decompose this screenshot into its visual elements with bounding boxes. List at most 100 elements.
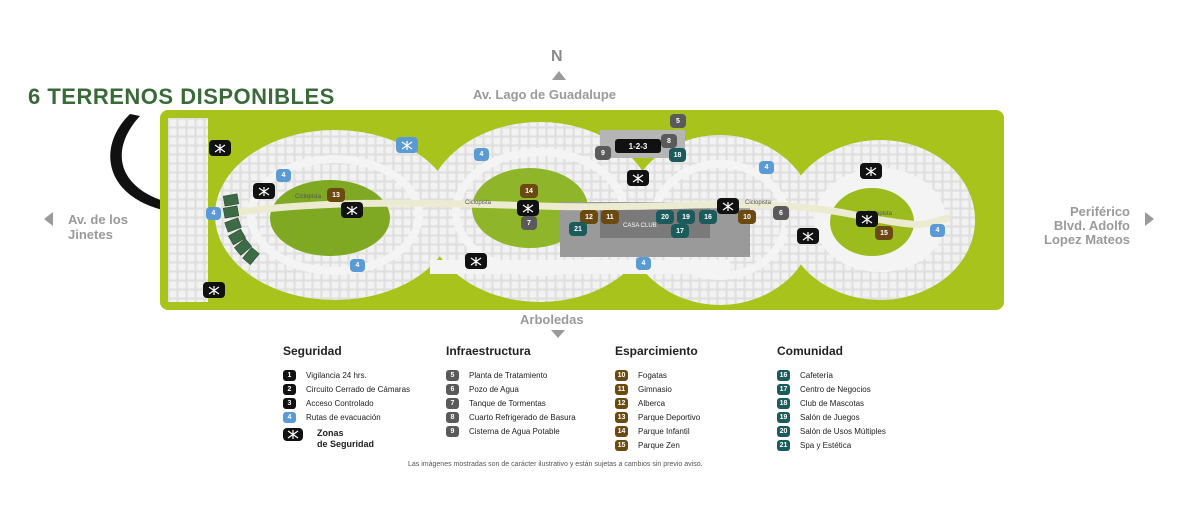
legend-number: 6 — [446, 383, 459, 395]
road-left-line-2: Jinetes — [68, 227, 113, 242]
legend-label: Club de Mascotas — [800, 398, 865, 408]
map-marker-20: 20 — [656, 210, 674, 224]
west-lot-strip — [168, 118, 208, 302]
legend-label: Salón de Juegos — [800, 412, 860, 422]
legend-label: Rutas de evacuación — [306, 412, 381, 422]
legend-number: 21 — [777, 439, 790, 451]
legend-label: Spa y Estética — [800, 440, 852, 450]
legend-label: Fogatas — [638, 370, 667, 380]
map-marker-18: 18 — [669, 148, 686, 162]
legend-comunidad: Comunidad 16 Cafetería 17 Centro de Negoci… — [777, 344, 886, 452]
map-marker-4-d: 4 — [474, 148, 489, 161]
legend-number: 14 — [615, 425, 628, 437]
clubhouse-label: CASA CLUB — [623, 223, 657, 229]
road-right-line-2: Blvd. Adolfo — [1053, 218, 1130, 233]
map-marker-10: 10 — [738, 210, 756, 224]
legend-number: 18 — [777, 397, 790, 409]
security-zone-icon — [517, 200, 539, 216]
security-zone-icon — [283, 428, 303, 441]
security-zone-icon — [797, 228, 819, 244]
map-marker-15: 15 — [875, 226, 893, 240]
legend-label: Circuito Cerrado de Cámaras — [306, 384, 411, 394]
road-label-right: Periférico Blvd. Adolfo Lopez Mateos — [1020, 205, 1130, 247]
security-zone-icon — [203, 282, 225, 298]
security-zone-icon — [341, 202, 363, 218]
map-marker-11: 11 — [601, 210, 619, 224]
legend-item: 9 Cisterna de Agua Potable — [446, 424, 576, 438]
legend-number: 15 — [615, 439, 628, 451]
security-zone-icon — [465, 253, 487, 269]
legend-label: Centro de Negocios — [800, 384, 871, 394]
legend-title-comunidad: Comunidad — [777, 344, 843, 358]
map-marker-9: 9 — [595, 146, 611, 160]
security-zone-icon — [209, 140, 231, 156]
legend-number: 16 — [777, 369, 790, 381]
map-marker-4-g: 4 — [930, 224, 945, 237]
road-right-line-1: Periférico — [1070, 204, 1130, 219]
legend-number: 9 — [446, 425, 459, 437]
legend-number: 5 — [446, 369, 459, 381]
legend-number: 3 — [283, 397, 296, 409]
security-zone-icon — [856, 211, 878, 227]
legend-number: 8 — [446, 411, 459, 423]
road-left-line-1: Av. de los — [68, 212, 128, 227]
legend-label: Cafetería — [800, 370, 833, 380]
legend-label: Parque Infantil — [638, 426, 690, 436]
map-marker-12: 12 — [580, 210, 598, 224]
west-arrow-icon — [44, 212, 53, 226]
map-marker-6: 6 — [773, 206, 789, 220]
ciclopista-label-3: Ciclopista — [745, 200, 772, 206]
map-marker-7: 7 — [521, 216, 537, 230]
legend-number: 11 — [615, 383, 628, 395]
security-zone-icon — [253, 183, 275, 199]
legend-item: 14 Parque Infantil — [615, 424, 700, 438]
gate-marker: 1-2-3 — [615, 139, 661, 153]
legend-title-seguridad: Seguridad — [283, 344, 342, 358]
legend-number: 4 — [283, 411, 296, 423]
legend-item: 16 Cafetería — [777, 368, 886, 382]
legend-label: Salón de Usos Múltiples — [800, 426, 886, 436]
east-arrow-icon — [1145, 212, 1154, 226]
map-marker-4-b: 4 — [276, 169, 291, 182]
legend-item: 18 Club de Mascotas — [777, 396, 886, 410]
ciclopista-label-4: Ciclopista — [866, 211, 893, 217]
available-lots — [222, 193, 260, 265]
legend-number: 17 — [777, 383, 790, 395]
map-marker-4-e: 4 — [636, 257, 651, 270]
map-marker-17: 17 — [671, 224, 689, 238]
legend-title-esparcimiento: Esparcimiento — [615, 344, 698, 358]
curved-arrow-icon — [110, 114, 200, 218]
legend-label: Cisterna de Agua Potable — [469, 426, 560, 436]
zone-label-line-2: de Seguridad — [317, 439, 375, 449]
legend-label: Tanque de Tormentas — [469, 398, 546, 408]
legend-item: 21 Spa y Estética — [777, 438, 886, 452]
legend-label: Parque Zen — [638, 440, 680, 450]
map-marker-14: 14 — [520, 184, 538, 198]
south-arrow-icon — [551, 330, 565, 338]
legend-number: 1 — [283, 369, 296, 381]
legend-number: 13 — [615, 411, 628, 423]
map-marker-19: 19 — [677, 210, 695, 224]
legend-number: 20 — [777, 425, 790, 437]
available-lots-headline: 6 TERRENOS DISPONIBLES — [28, 84, 335, 109]
security-zone-icon — [860, 163, 882, 179]
ciclopista-label-1: Ciclopista — [295, 194, 322, 200]
legend-title-infraestructura: Infraestructura — [446, 344, 531, 358]
map-marker-5: 5 — [670, 114, 686, 128]
legend-number: 19 — [777, 411, 790, 423]
legend-item: 17 Centro de Negocios — [777, 382, 886, 396]
road-right-line-3: Lopez Mateos — [1044, 232, 1130, 247]
north-indicator: N — [551, 48, 563, 65]
